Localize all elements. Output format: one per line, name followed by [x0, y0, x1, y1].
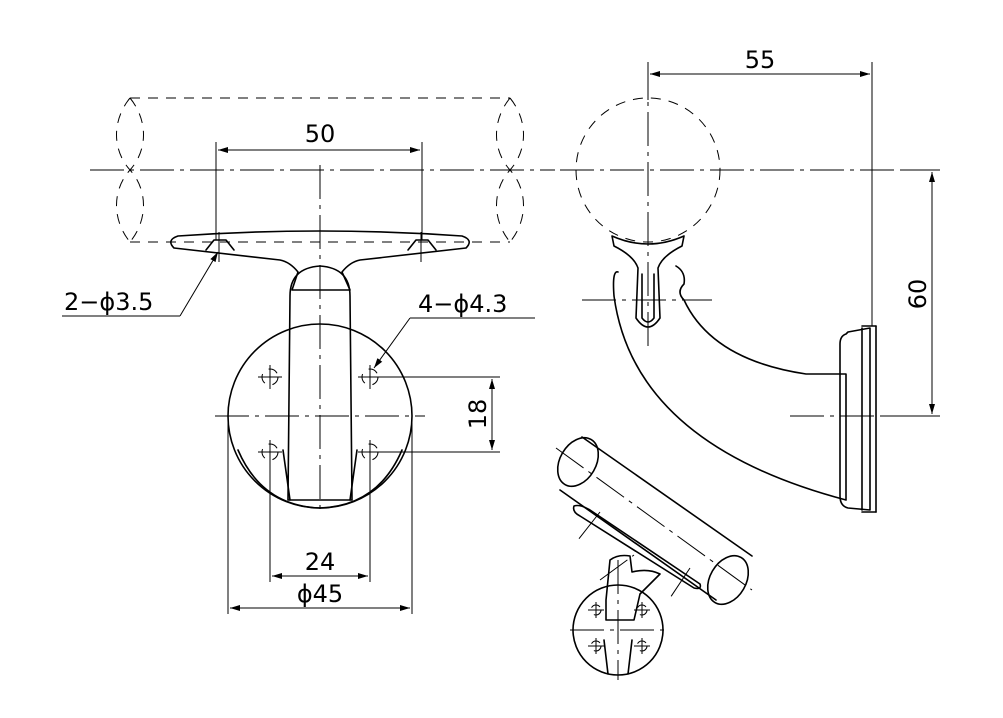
- dim-hole-spacing-h: 24: [269, 460, 371, 582]
- dim-base-diameter: ϕ45: [227, 420, 413, 614]
- iso-holes: [588, 602, 650, 654]
- iso-rail: [555, 436, 753, 606]
- small-hole-label: 2−ϕ3.5: [64, 288, 153, 316]
- side-base: [839, 327, 871, 511]
- isometric-view: [555, 436, 753, 680]
- dim-projection-label: 55: [745, 46, 776, 74]
- dim-projection: 55: [647, 46, 873, 326]
- iso-saddle: [572, 504, 702, 590]
- dim-rail-width: 50: [215, 120, 423, 240]
- stem: [287, 265, 353, 501]
- dim-hole-spacing-h-label: 24: [305, 548, 336, 576]
- front-view: 50 2−ϕ3.5 4−ϕ4.3 18 24: [62, 97, 555, 614]
- side-view: 55 60: [560, 46, 940, 513]
- dim-height-label: 60: [904, 279, 932, 310]
- dim-hole-spacing-v: 18: [378, 376, 500, 453]
- saddle-plate: [170, 230, 470, 291]
- small-hole-left: [205, 239, 235, 251]
- large-hole-label: 4−ϕ4.3: [418, 290, 507, 318]
- dim-height: 60: [880, 169, 940, 417]
- leader-small-hole: 2−ϕ3.5: [62, 251, 219, 317]
- dim-base-diameter-label: ϕ45: [297, 580, 343, 608]
- iso-stem: [605, 554, 661, 621]
- dim-hole-spacing-v-label: 18: [464, 399, 492, 430]
- leader-large-hole: 4−ϕ4.3: [373, 290, 535, 369]
- dim-rail-width-label: 50: [305, 120, 336, 148]
- side-arm: [612, 265, 847, 501]
- side-saddle: [611, 235, 685, 328]
